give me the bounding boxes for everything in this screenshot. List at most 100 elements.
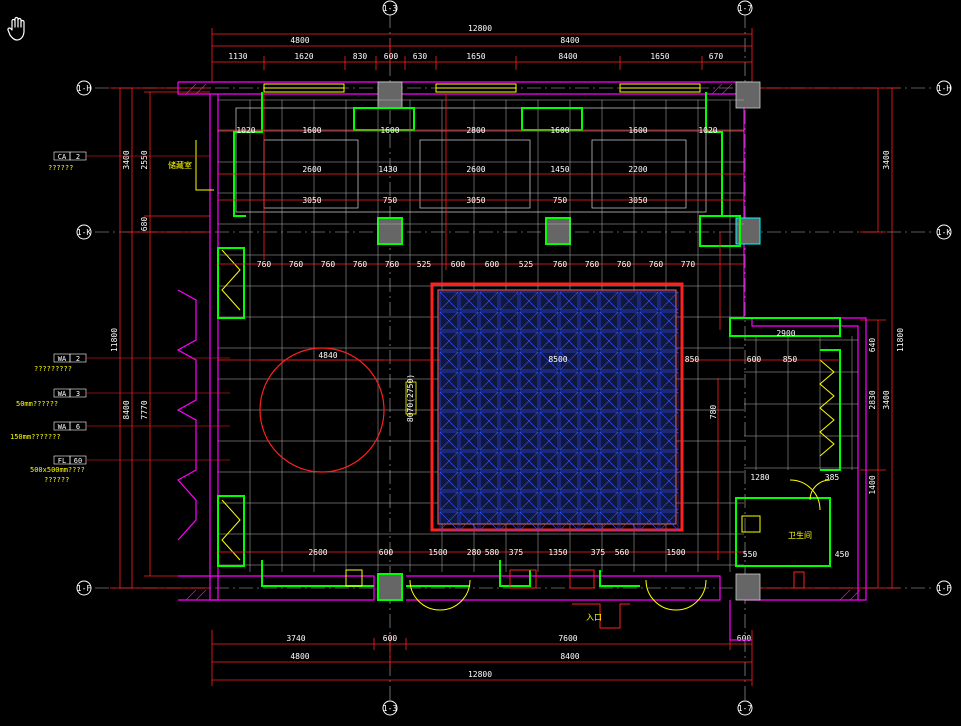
floor-tile-diagonal [459,311,479,331]
floor-tile [639,431,659,451]
floor-tile-diagonal [659,391,679,411]
floor-tile-diagonal [459,511,479,531]
grid-dim-3: 760 [353,260,368,269]
floor-tile-diagonal [499,451,519,471]
floor-tile-diagonal [499,431,519,451]
floor-tile-diagonal [539,431,559,451]
floor-tile-diagonal [539,331,559,351]
svg-text:60: 60 [74,457,82,465]
floor-tile-diagonal [659,331,679,351]
floor-tile-diagonal [639,491,659,511]
floor-tile [539,291,559,311]
floor-tile-diagonal [439,491,459,511]
floor-tile-diagonal [579,511,599,531]
floor-tile [559,431,579,451]
dim-left-small: 680 [140,217,149,232]
floor-tile-diagonal [619,451,639,471]
interior-upper-3b: 1600 [628,126,647,135]
floor-tile [459,291,479,311]
floor-tile [619,451,639,471]
floor-tile [479,431,499,451]
grid-dim-8: 525 [519,260,534,269]
floor-tile [459,511,479,531]
right-room-dim-0: 2900 [776,329,795,338]
dim-right-bot3: 1400 [868,475,877,494]
svg-text:1-7: 1-7 [738,4,753,13]
floor-tile [519,491,539,511]
floor-tile [659,351,679,371]
floor-tile-diagonal [499,331,519,351]
bottom-dimension-labels: 3740 600 7600 600 4800 8400 12800 [286,634,751,679]
floor-tile [579,331,599,351]
dim-top-row-0: 1130 [228,52,247,61]
floor-tile [579,471,599,491]
floor-tile [459,351,479,371]
floor-tile [439,371,459,391]
svg-text:1-K: 1-K [937,228,952,237]
legend-item-4: FL 60 500x500mm???? ?????? [30,455,230,484]
floor-tile-diagonal [559,391,579,411]
hand-cursor-icon[interactable] [6,16,30,42]
floor-tile [539,511,559,531]
floor-tile-diagonal [619,351,639,371]
floor-tile [519,291,539,311]
dim-top-row-6: 8400 [558,52,577,61]
interior-dimension-labels: 1020 1600 1600 2800 1600 1600 1020 2600 … [236,126,849,559]
floor-tile [559,291,579,311]
floor-tile-diagonal [519,331,539,351]
interior-lower-0: 2600 [302,165,321,174]
bottom-dim-5: 375 [509,548,524,557]
floor-tile [559,311,579,331]
svg-text:1-K: 1-K [77,228,92,237]
dim-top-total: 12800 [468,24,492,33]
floor-tile [439,431,459,451]
svg-text:WA: WA [58,390,67,398]
floor-tile-diagonal [639,451,659,471]
floor-tile-diagonal [479,491,499,511]
floor-tile-diagonal [659,371,679,391]
floor-tile-diagonal [639,431,659,451]
column [735,81,761,109]
floor-tile [499,451,519,471]
floor-tile-diagonal [599,331,619,351]
right-room-dim-1: 850 [685,355,700,364]
floor-tile-diagonal [439,371,459,391]
floor-tile [499,351,519,371]
legend-item-1: WA 2 ????????? [34,353,230,373]
dim-left-bot2: 7770 [140,400,149,419]
floor-tile-diagonal [599,371,619,391]
wc-dim-0: 1280 [750,473,769,482]
floor-tile [439,351,459,371]
floor-tile [479,511,499,531]
grid-dim-11: 760 [617,260,632,269]
interior-upper-1: 1600 [302,126,321,135]
floor-tile-diagonal [579,431,599,451]
dim-top-right: 8400 [560,36,579,45]
room-labels: 储藏室 卫生间 入口 [168,160,812,622]
floor-tile-diagonal [579,291,599,311]
floor-tile [639,291,659,311]
floor-tile [479,451,499,471]
svg-text:??????: ?????? [44,476,69,484]
left-dimensions [110,87,210,589]
floor-tile-diagonal [459,371,479,391]
floor-tile-diagonal [539,451,559,471]
bottom-dim-1: 600 [379,548,394,557]
floor-tile-diagonal [599,351,619,371]
svg-text:2: 2 [76,355,80,363]
floor-tile [659,431,679,451]
svg-text:?????????: ????????? [34,365,72,373]
floor-tile-diagonal [479,291,499,311]
floor-tile-diagonal [599,311,619,331]
svg-text:1-F: 1-F [937,584,952,593]
grid-dim-1: 760 [289,260,304,269]
floor-tile [459,331,479,351]
floor-tile-diagonal [599,431,619,451]
floor-tile [439,291,459,311]
floor-tile [639,351,659,371]
floor-tile-diagonal [479,391,499,411]
floor-tile-diagonal [479,331,499,351]
floor-tile-diagonal [599,391,619,411]
floor-tile-diagonal [659,491,679,511]
floor-tile-diagonal [539,391,559,411]
